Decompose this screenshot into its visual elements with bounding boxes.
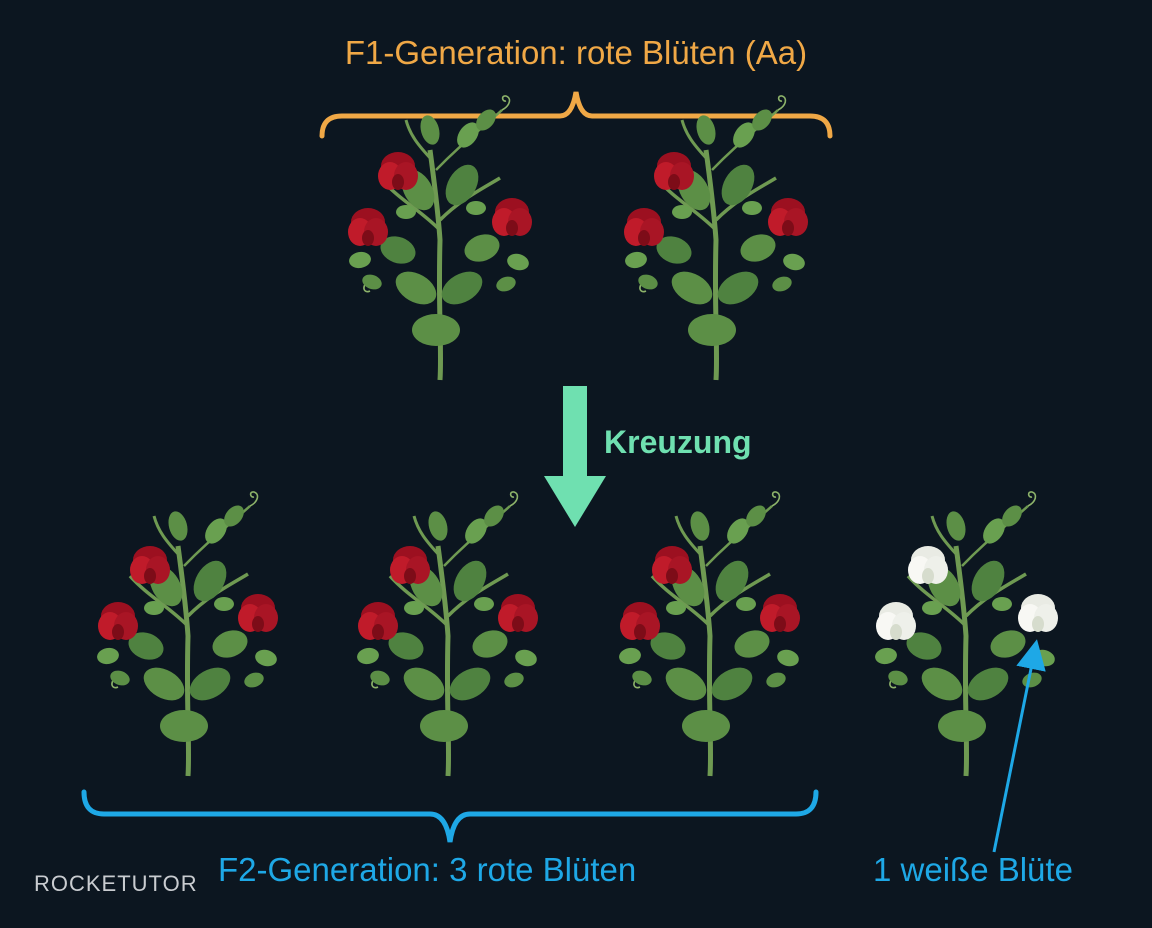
f1-title: F1-Generation: rote Blüten (Aa) [344, 34, 808, 71]
f2-white-plant [874, 492, 1058, 776]
cross-arrow [544, 386, 606, 527]
f2-red-plants [96, 492, 801, 776]
f1-plant-2 [624, 96, 808, 380]
f1-plants [348, 96, 808, 380]
f2-red-plant-1 [96, 492, 279, 776]
f1-brace [319, 91, 833, 139]
f2-red-plant-3 [618, 492, 801, 776]
f2-brace [81, 789, 819, 843]
white-flower-label: 1 weiße Blüte [873, 851, 1073, 888]
f1-plant-1 [348, 96, 532, 380]
f2-title: F2-Generation: 3 rote Blüten [218, 851, 637, 888]
f2-red-plant-2 [356, 492, 539, 776]
logo: ROCKETUTOR [34, 871, 198, 896]
white-pointer-arrow [992, 639, 1046, 853]
cross-label: Kreuzung [604, 424, 752, 460]
